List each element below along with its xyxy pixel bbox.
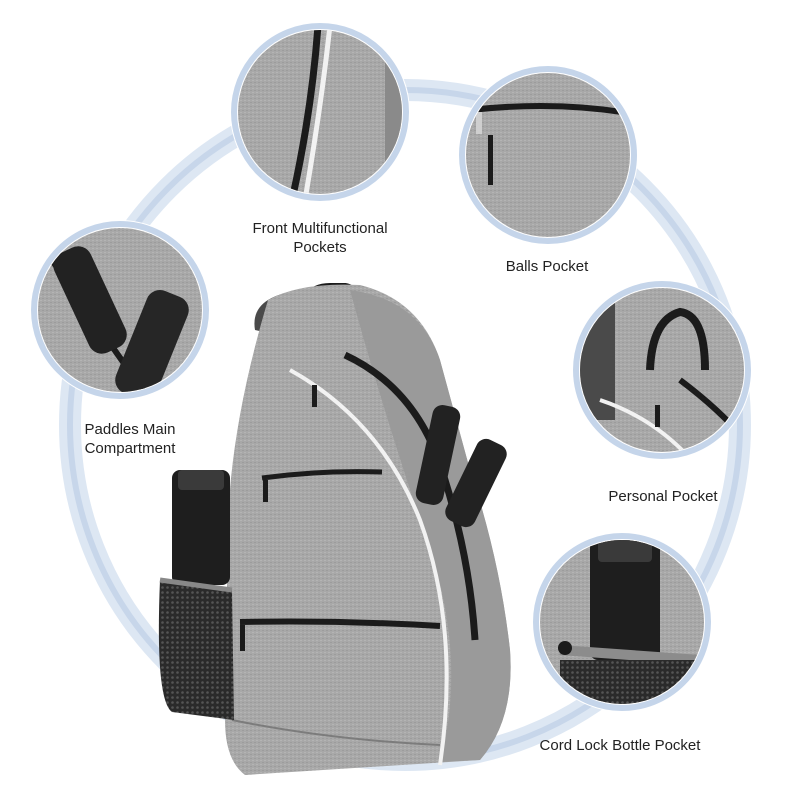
label-personal-pocket: Personal Pocket (598, 487, 728, 506)
detail-circle-bottle-pocket (532, 532, 712, 712)
label-paddles-line2: Compartment (84, 440, 176, 457)
label-bottle-pocket-text: Cord Lock Bottle Pocket (539, 737, 701, 754)
label-balls-pocket: Balls Pocket (482, 257, 612, 276)
label-paddles: Paddles Main Compartment (60, 420, 200, 458)
label-personal-pocket-text: Personal Pocket (608, 488, 718, 505)
label-bottle-pocket: Cord Lock Bottle Pocket (520, 736, 720, 755)
detail-circle-personal-pocket (572, 280, 752, 460)
label-front-pockets-line1: Front Multifunctional (252, 220, 388, 237)
detail-circle-front-pockets (230, 22, 410, 202)
label-front-pockets-line2: Pockets (293, 239, 347, 256)
detail-circle-paddles (30, 220, 210, 400)
label-front-pockets: Front Multifunctional Pockets (232, 219, 408, 257)
label-balls-pocket-text: Balls Pocket (505, 258, 589, 275)
sling-backpack-image (158, 283, 511, 775)
label-paddles-line1: Paddles Main (84, 421, 176, 438)
detail-circle-balls-pocket (458, 65, 638, 245)
